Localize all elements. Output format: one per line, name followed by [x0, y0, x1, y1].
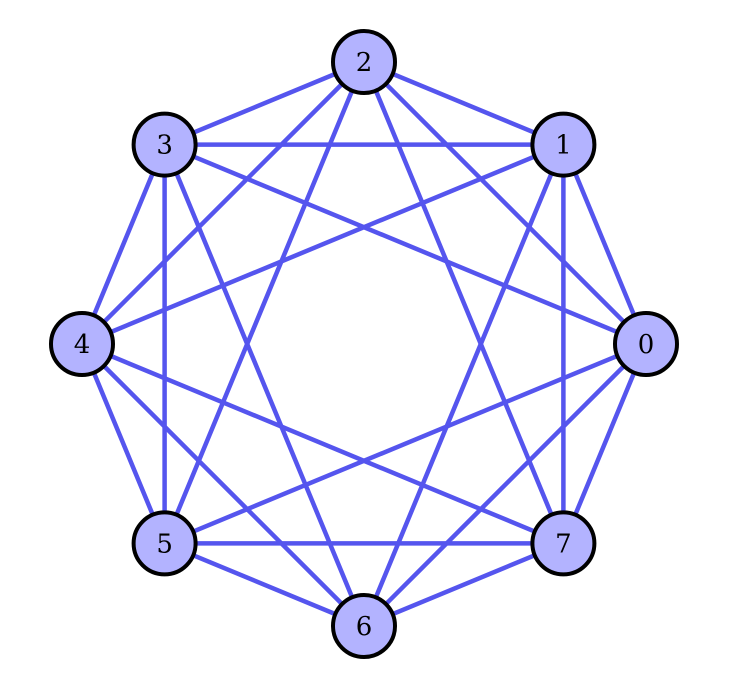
edge-0-3: [162, 142, 649, 347]
node-label: 6: [356, 612, 373, 642]
nodes-layer: 0 1 2 3 4 5 6 7: [49, 29, 679, 659]
node-label: 3: [156, 131, 173, 161]
node-label: 2: [356, 48, 373, 78]
edge-1-2: [361, 59, 566, 147]
node-label: 0: [638, 330, 655, 360]
edge-2-5: [162, 59, 367, 546]
edge-6-0: [361, 341, 649, 629]
edge-5-0: [162, 341, 649, 546]
node-circle: [331, 29, 397, 95]
node-1: 1: [530, 111, 597, 178]
edge-0-1: [561, 142, 649, 347]
node-3: 3: [131, 111, 198, 178]
node-label: 5: [156, 529, 173, 559]
edge-7-0: [561, 341, 649, 546]
node-circle: [131, 510, 198, 577]
edges-layer: [79, 59, 649, 629]
edge-0-2: [361, 59, 649, 347]
edge-1-4: [79, 142, 566, 347]
node-circle: [530, 510, 597, 577]
edge-2-4: [79, 59, 367, 347]
node-4: 4: [49, 311, 115, 377]
node-0: 0: [613, 311, 679, 377]
edge-6-7: [361, 541, 566, 629]
node-circle: [613, 311, 679, 377]
node-circle: [530, 111, 597, 178]
edge-3-4: [79, 142, 167, 347]
node-label: 4: [74, 330, 91, 360]
edge-2-3: [162, 59, 367, 147]
node-label: 1: [555, 131, 572, 161]
node-circle: [131, 111, 198, 178]
node-6: 6: [331, 593, 397, 659]
edge-5-6: [162, 541, 367, 629]
edge-6-1: [361, 142, 566, 629]
node-label: 7: [555, 529, 572, 559]
node-7: 7: [530, 510, 597, 577]
node-circle: [331, 593, 397, 659]
edge-3-6: [162, 142, 367, 629]
edge-7-2: [361, 59, 566, 546]
node-2: 2: [331, 29, 397, 95]
edge-4-7: [79, 341, 566, 546]
node-5: 5: [131, 510, 198, 577]
edge-4-6: [79, 341, 367, 629]
edge-4-5: [79, 341, 167, 546]
node-circle: [49, 311, 115, 377]
